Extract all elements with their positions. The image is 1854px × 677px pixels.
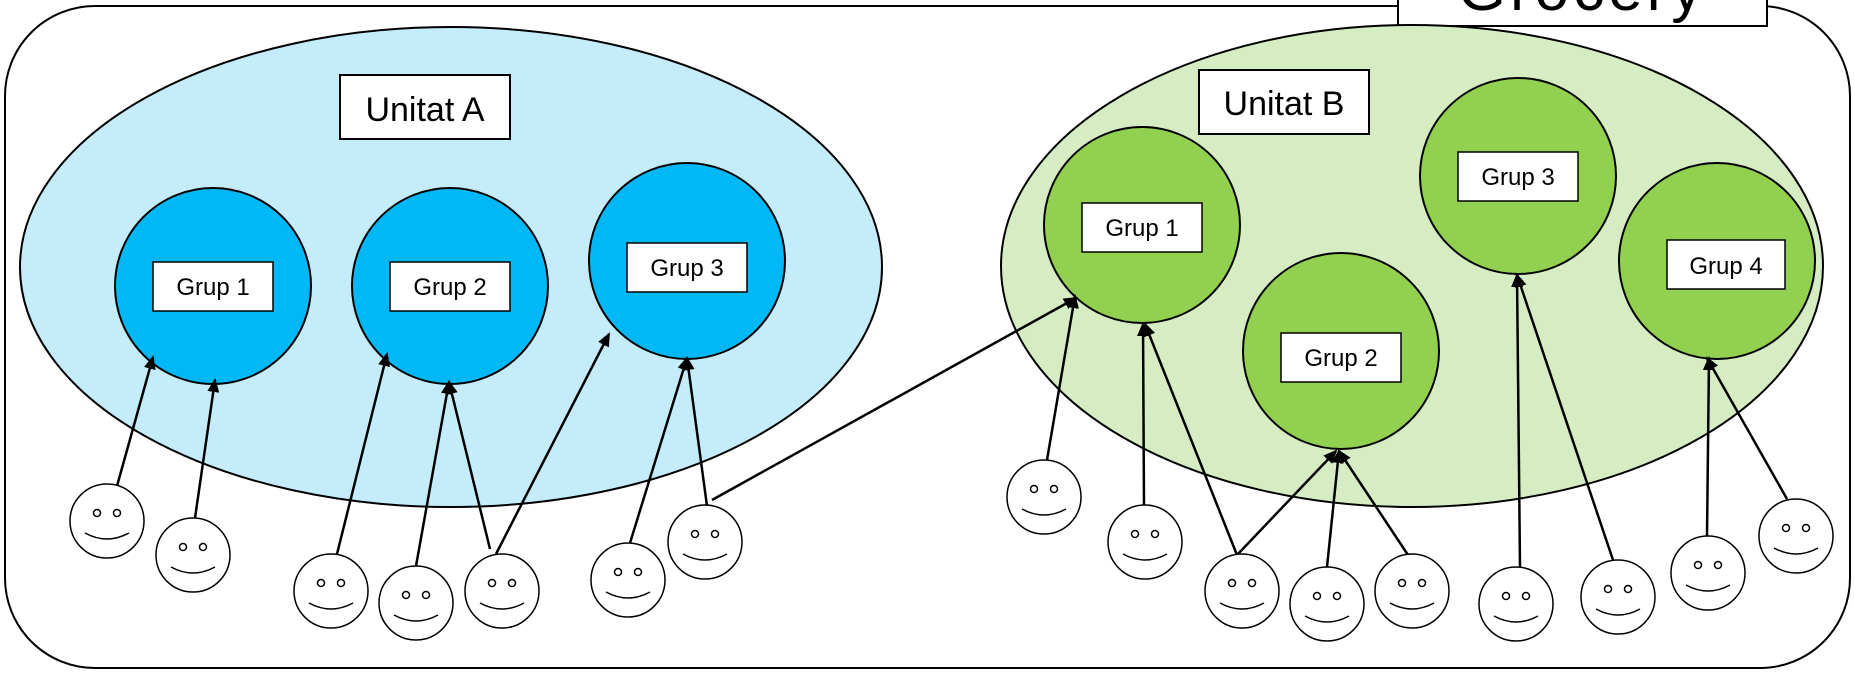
arrow-icon: [1702, 356, 1715, 537]
smiley-face-icon: [667, 504, 743, 580]
smiley-face-icon: [1758, 498, 1834, 574]
arrow-icon: [335, 352, 390, 555]
unit-b-group-1-label: Grup 1: [1105, 215, 1178, 242]
unit-b-group-4-label: Grup 4: [1689, 253, 1762, 280]
smiley-face-icon: [1107, 504, 1183, 580]
smiley-face-icon: [69, 483, 145, 559]
unit-b-label-box: Unitat B: [1198, 69, 1370, 135]
unit-a-group-3-label: Grup 3: [650, 255, 723, 282]
smiley-face-icon: [1580, 559, 1656, 635]
unit-a-group-1: Grup 1: [114, 187, 312, 385]
title-box: Grocery: [1397, 0, 1768, 27]
unit-b-group-4: Grup 4: [1618, 162, 1816, 360]
unit-b-group-2-label: Grup 2: [1304, 345, 1377, 372]
arrow-icon: [1137, 322, 1150, 506]
arrow-icon: [1705, 356, 1789, 500]
unit-a-group-2: Grup 2: [351, 187, 549, 385]
arrow-icon: [494, 332, 611, 555]
unit-a-label: Unitat A: [365, 91, 484, 129]
membership-arrows: [115, 273, 1789, 568]
diagram-title: Grocery: [1458, 0, 1706, 24]
arrow-icon: [1236, 449, 1338, 556]
arrow-icon: [1337, 449, 1410, 556]
arrow-icon: [682, 356, 709, 507]
people: [69, 459, 1834, 642]
smiley-face-icon: [155, 517, 231, 593]
arrow-icon: [628, 356, 690, 544]
arrow-icon: [414, 380, 453, 567]
smiley-face-icon: [464, 553, 540, 629]
smiley-face-icon: [1670, 535, 1746, 611]
unit-b-group-3-label: Grup 3: [1481, 164, 1554, 191]
unit-b-group-1: Grup 1: [1043, 126, 1241, 324]
arrow-icon: [711, 296, 1078, 502]
smiley-face-icon: [1374, 553, 1450, 629]
unit-a-group-3: Grup 3: [588, 162, 786, 360]
unit-a-group-2-label: Grup 2: [413, 274, 486, 301]
smiley-face-icon: [590, 542, 666, 618]
arrow-icon: [193, 378, 220, 519]
unit-a-label-box: Unitat A: [339, 74, 511, 140]
arrow-icon: [115, 355, 156, 487]
smiley-face-icon: [1204, 553, 1280, 629]
arrow-icon: [1515, 273, 1615, 561]
arrow-icon: [446, 380, 492, 550]
smiley-face-icon: [293, 553, 369, 629]
arrow-icon: [1325, 449, 1344, 568]
arrow-icon: [1143, 322, 1239, 556]
unit-b-group-3: Grup 3: [1419, 77, 1617, 275]
unit-b-ellipse: [1000, 24, 1824, 508]
arrow-icon: [1045, 294, 1079, 461]
smiley-face-icon: [1006, 459, 1082, 535]
unit-b-group-2: Grup 2: [1242, 252, 1440, 450]
smiley-face-icon: [1478, 566, 1554, 642]
smiley-face-icon: [378, 565, 454, 641]
smiley-face-icon: [1289, 566, 1365, 642]
arrow-icon: [1511, 273, 1524, 568]
unit-b-label: Unitat B: [1224, 85, 1345, 123]
unit-a-group-1-label: Grup 1: [176, 274, 249, 301]
